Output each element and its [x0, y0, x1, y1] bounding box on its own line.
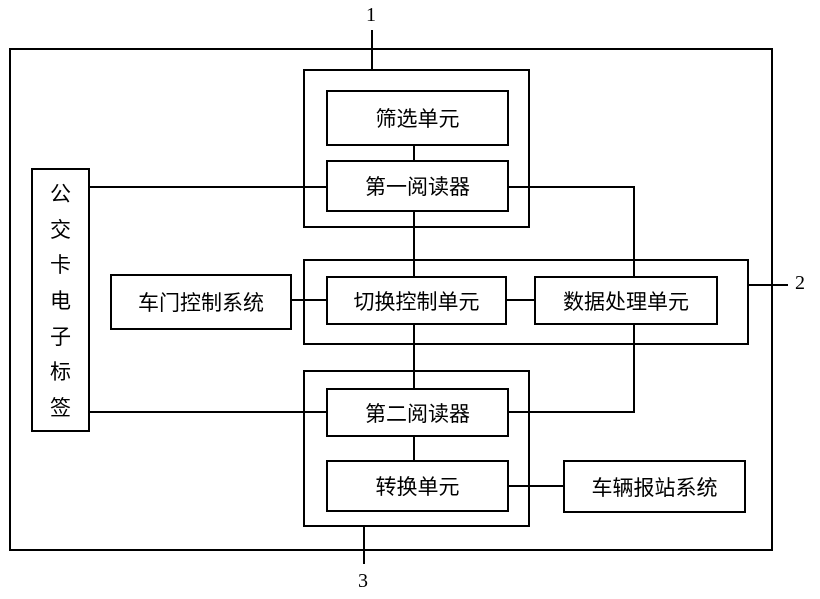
conversion-unit-label: 转换单元 — [326, 460, 509, 512]
line-data-processing-to-second-reader — [509, 324, 634, 412]
tag-char-6: 标 — [50, 356, 71, 386]
ref-label-3: 3 — [358, 570, 368, 593]
ref-label-2: 2 — [795, 272, 805, 295]
second-reader-label: 第二阅读器 — [326, 388, 509, 437]
tag-char-1: 公 — [50, 178, 71, 208]
filter-unit-label: 筛选单元 — [326, 90, 509, 146]
data-processing-unit-label: 数据处理单元 — [534, 276, 718, 325]
ref-label-1: 1 — [366, 4, 376, 27]
tag-char-3: 卡 — [50, 249, 71, 279]
bus-card-tag-label: 公 交 卡 电 子 标 签 — [31, 178, 90, 422]
tag-char-7: 签 — [50, 392, 71, 422]
vehicle-announcement-system-label: 车辆报站系统 — [563, 460, 746, 513]
first-reader-label: 第一阅读器 — [326, 160, 509, 212]
tag-char-2: 交 — [50, 214, 71, 244]
tag-char-4: 电 — [50, 285, 71, 315]
tag-char-5: 子 — [50, 321, 71, 351]
line-first-reader-to-data-processing — [509, 187, 634, 276]
switch-control-unit-label: 切换控制单元 — [326, 276, 507, 325]
door-control-system-label: 车门控制系统 — [110, 274, 292, 330]
